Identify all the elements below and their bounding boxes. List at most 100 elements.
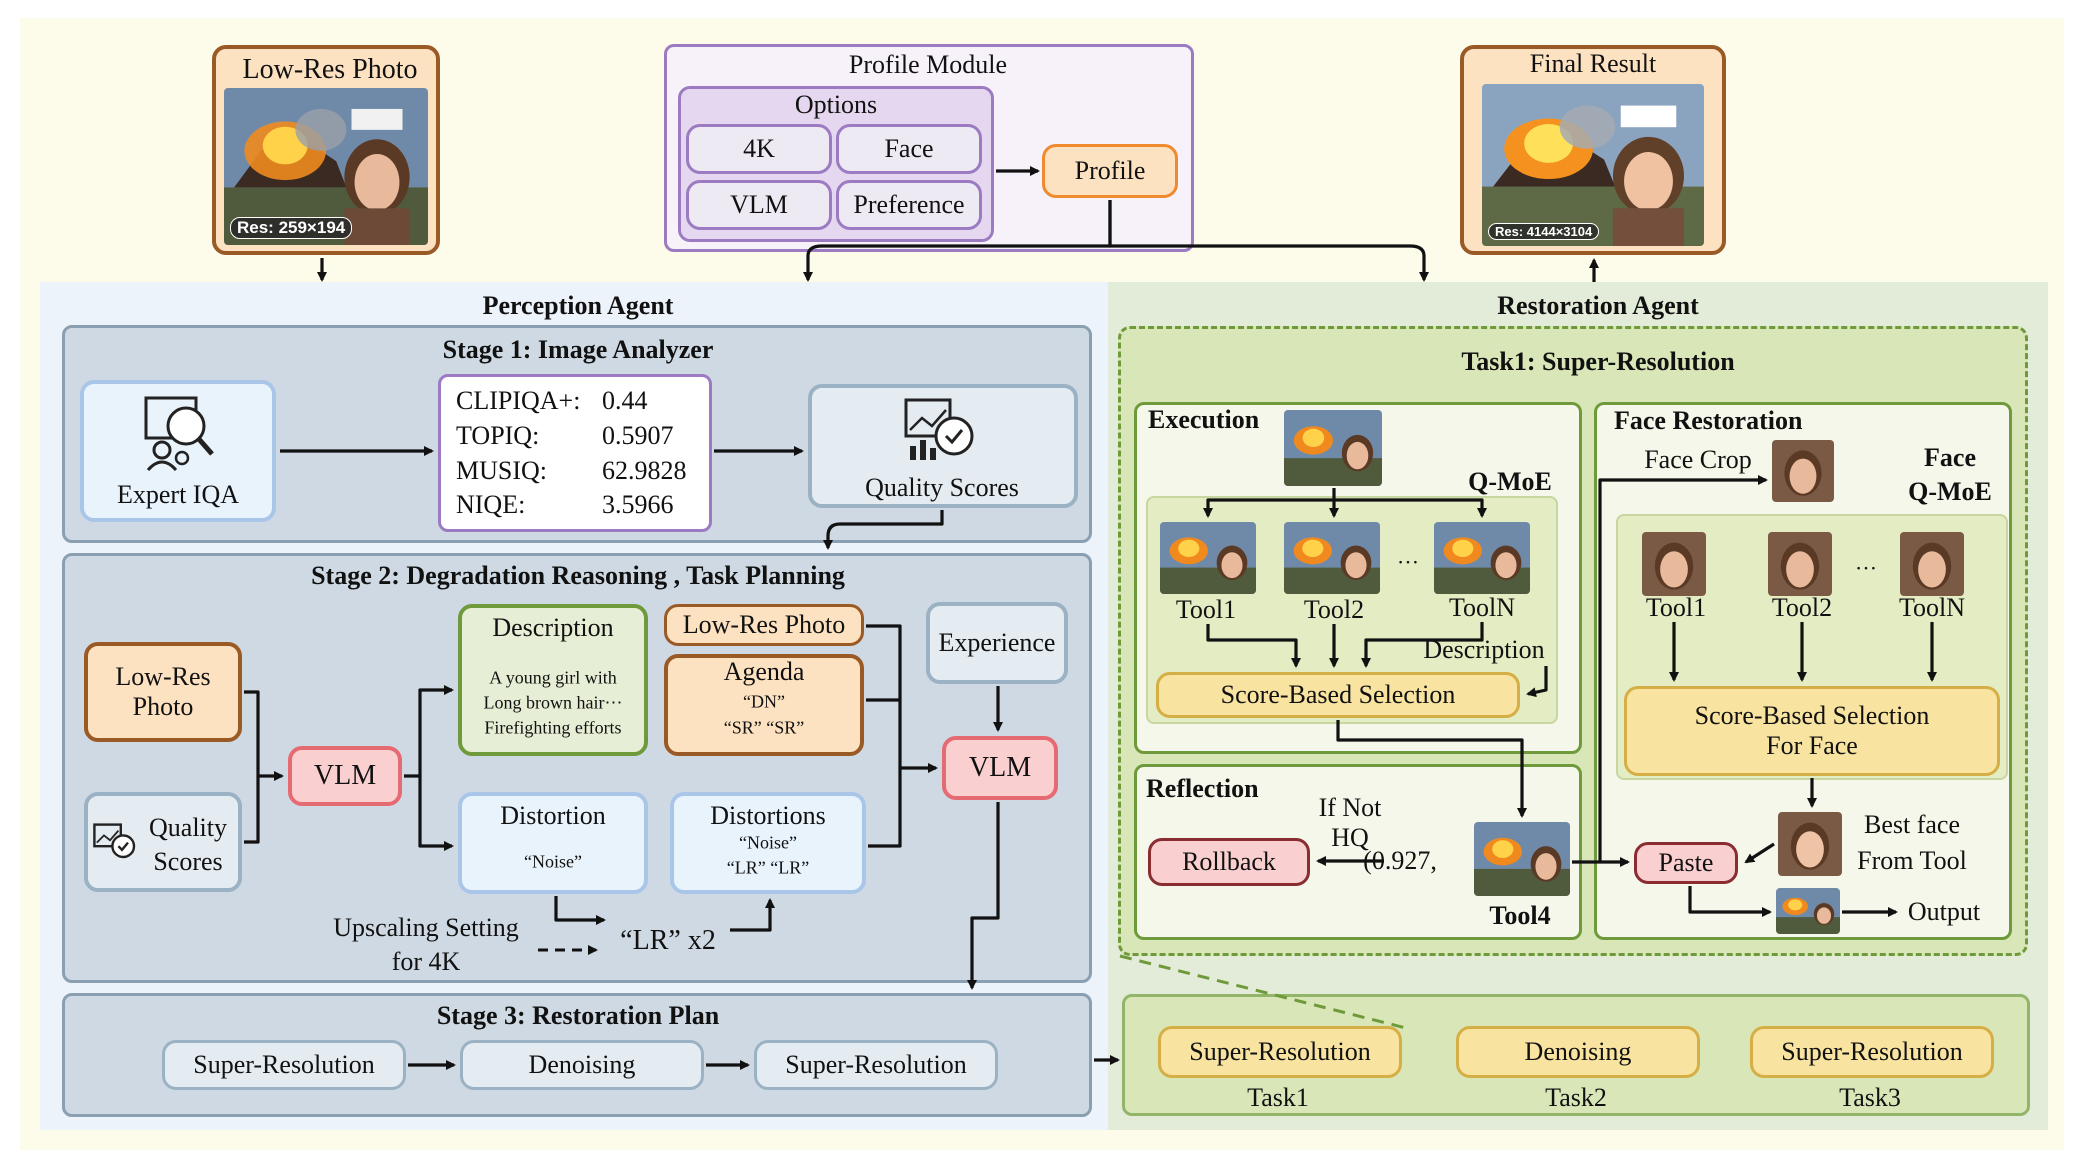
metric-name-topiq: TOPIQ: — [456, 421, 540, 450]
agenda-box — [664, 654, 864, 756]
plan-step-1: Super-Resolution — [162, 1040, 406, 1090]
option-face[interactable]: Face — [836, 124, 982, 174]
final-result-title: Final Result — [1529, 49, 1657, 79]
quality-scores-icon — [904, 398, 974, 460]
low-res-photo-tag: Low-Res Photo — [664, 604, 864, 646]
face-qmoe-line-1: Face — [1924, 443, 1976, 473]
exec-tooln-photo — [1434, 522, 1530, 594]
metric-value-clipiqa: 0.44 — [602, 386, 648, 415]
execution-input-photo — [1284, 410, 1382, 486]
stage2-quality-box — [84, 792, 242, 892]
face-crop-photo — [1772, 440, 1834, 502]
exec-description-label: Description — [1423, 635, 1545, 665]
face-tool-dots: … — [1855, 549, 1877, 575]
exec-score-selection: Score-Based Selection — [1156, 672, 1520, 718]
experience-box: Experience — [926, 602, 1068, 684]
option-4k[interactable]: 4K — [686, 124, 832, 174]
low-res-photo-title: Low-Res Photo — [242, 53, 418, 85]
distortion-box — [458, 792, 648, 894]
output-label: Output — [1907, 897, 1981, 927]
metric-value-musiq: 62.9828 — [602, 456, 687, 485]
stage2-quality-icon — [93, 823, 136, 859]
distortions-title: Distortions — [710, 801, 826, 831]
face-qmoe-line-2: Q-MoE — [1908, 477, 1992, 507]
lr-x2-label: “LR” x2 — [620, 924, 716, 956]
if-not-line-2: HQ — [1331, 823, 1369, 853]
low-res-photo-image: Res: 259×194 — [224, 88, 428, 245]
paste-button: Paste — [1634, 842, 1738, 884]
exec-tool-dots: … — [1397, 543, 1419, 569]
option-vlm[interactable]: VLM — [686, 180, 832, 230]
task1-title: Task1: Super-Resolution — [1461, 347, 1735, 377]
plan-step-3: Super-Resolution — [754, 1040, 998, 1090]
final-result-image: Res: 4144×3104 — [1482, 84, 1704, 246]
description-line-3: Firefighting efforts — [484, 717, 622, 738]
exec-tool1-label: Tool1 — [1175, 595, 1237, 625]
rollback-button: Rollback — [1148, 838, 1310, 886]
distortions-box — [670, 792, 866, 894]
task2-box: Denoising — [1456, 1026, 1700, 1078]
agenda-title: Agenda — [723, 657, 805, 687]
option-preference[interactable]: Preference — [836, 180, 982, 230]
task1-box: Super-Resolution — [1158, 1026, 1402, 1078]
expert-iqa-icon — [144, 396, 214, 472]
options-title: Options — [794, 90, 878, 120]
face-score-selection: Score-Based Selection For Face — [1624, 686, 2000, 776]
agenda-line-1: “DN” — [743, 691, 785, 712]
final-badge: Res: 4144×3104 — [1488, 223, 1600, 240]
face-tool1-photo — [1642, 532, 1706, 596]
expert-iqa-label: Expert IQA — [116, 480, 240, 510]
face-crop-label: Face Crop — [1644, 445, 1752, 475]
description-line-1: A young girl with — [489, 667, 617, 688]
upscaling-line-1: Upscaling Setting — [333, 913, 519, 943]
reflection-score: (0.927, — [1363, 846, 1437, 876]
agenda-line-2: “SR” “SR” — [723, 717, 805, 738]
expert-iqa-box — [80, 380, 276, 522]
description-title: Description — [492, 613, 614, 643]
qmoe-label: Q-MoE — [1468, 467, 1552, 497]
distortion-title: Distortion — [500, 801, 606, 831]
face-tooln-label: ToolN — [1898, 593, 1966, 623]
tool4-photo — [1474, 822, 1570, 896]
vlm-box-1: VLM — [288, 746, 402, 806]
tool4-label: Tool4 — [1489, 901, 1551, 931]
task2-caption: Task2 — [1545, 1083, 1607, 1113]
metric-value-niqe: 3.5966 — [602, 490, 674, 519]
restoration-agent-title: Restoration Agent — [1497, 291, 1699, 321]
metrics-box — [438, 374, 712, 532]
stage2-title: Stage 2: Degradation Reasoning , Task Pl… — [311, 561, 845, 591]
task3-box: Super-Resolution — [1750, 1026, 1994, 1078]
exec-tool2-label: Tool2 — [1303, 595, 1365, 625]
low-res-badge: Res: 259×194 — [230, 217, 353, 239]
description-line-2: Long brown hair⋯ — [483, 692, 623, 713]
face-output-photo — [1776, 888, 1840, 934]
metric-name-niqe: NIQE: — [456, 490, 526, 519]
exec-tool1-photo — [1160, 522, 1256, 594]
task3-caption: Task3 — [1839, 1083, 1901, 1113]
face-tool2-label: Tool2 — [1771, 593, 1833, 623]
best-face-line-1: Best face — [1863, 810, 1961, 840]
description-box — [458, 604, 648, 756]
if-not-line-1: If Not — [1318, 793, 1382, 823]
perception-agent-title: Perception Agent — [482, 291, 674, 321]
best-face-line-2: From Tool — [1857, 846, 1967, 876]
distortion-value: “Noise” — [524, 851, 582, 872]
best-face-photo — [1778, 812, 1842, 876]
face-tool2-photo — [1768, 532, 1832, 596]
face-tooln-photo — [1900, 532, 1964, 596]
face-restoration-title: Face Restoration — [1614, 406, 1803, 435]
reflection-title: Reflection — [1146, 774, 1259, 803]
quality-scores-box — [808, 384, 1078, 508]
vlm-box-2: VLM — [942, 736, 1058, 800]
metric-name-clipiqa: CLIPIQA+: — [456, 386, 581, 415]
distortions-line-2: “LR” “LR” — [726, 857, 810, 878]
quality-scores-label: Quality Scores — [865, 473, 1019, 503]
stage1-title: Stage 1: Image Analyzer — [442, 335, 714, 365]
task1-caption: Task1 — [1247, 1083, 1309, 1113]
stage2-quality-line1: Quality — [149, 813, 227, 843]
stage2-quality-line2: Scores — [153, 847, 223, 877]
profile-module-title: Profile Module — [848, 50, 1008, 80]
metric-value-topiq: 0.5907 — [602, 421, 674, 450]
plan-step-2: Denoising — [460, 1040, 704, 1090]
metric-name-musiq: MUSIQ: — [456, 456, 548, 485]
